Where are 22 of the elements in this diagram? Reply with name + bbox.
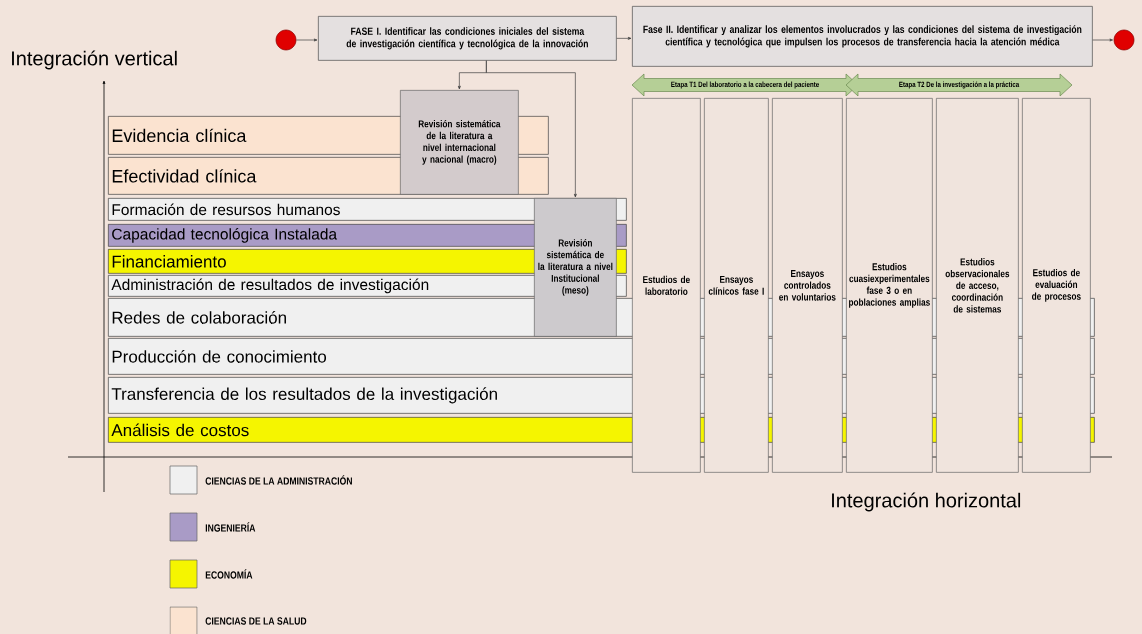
study-column: Ensayos clínicos fase I — [704, 98, 769, 473]
axis-label: Integración vertical — [12, 50, 177, 70]
phase-box: Fase II. Identificar y analizar los elementos involucrados y las condiciones del sistema de investigación científica y tecnológica que impulsen los procesos de transferencia hacia la atención médica — [632, 6, 1093, 67]
axis-label: Integración horizontal — [832, 492, 1021, 512]
legend-text: ECONOMÍA — [205, 569, 253, 579]
arrow — [296, 38, 318, 42]
start-end-circle — [275, 29, 297, 51]
study-column: Estudios cuasiexperimentales fase 3 o en poblaciones amplias — [846, 98, 933, 473]
arrow — [486, 60, 577, 198]
start-end-circle — [1113, 29, 1135, 51]
review-box: Revisión sistemática de la literatura a nivel internacional y nacional (macro) — [400, 90, 519, 195]
study-column: Estudios de laboratorio — [632, 98, 701, 473]
arrow — [616, 36, 632, 40]
arrow — [1092, 38, 1113, 42]
legend-text: CIENCIAS DE LA ADMINISTRACIÓN — [205, 475, 352, 485]
legend-text: CIENCIAS DE LA SALUD — [205, 617, 307, 625]
review-box: Revisión sistemática de la literatura a nivel Institucional (meso) — [534, 198, 617, 337]
legend-text: INGENIERÍA — [205, 522, 256, 532]
phase-box: FASE I. Identificar las condiciones iniciales del sistema de investigación científica y tecnológica de la innovación — [318, 16, 617, 61]
study-column: Estudios observacionales de acceso, coordinación de sistemas — [936, 98, 1019, 473]
study-column: Ensayos controlados en voluntarios — [772, 98, 843, 473]
study-column: Estudios de evaluación de procesos — [1022, 98, 1091, 473]
